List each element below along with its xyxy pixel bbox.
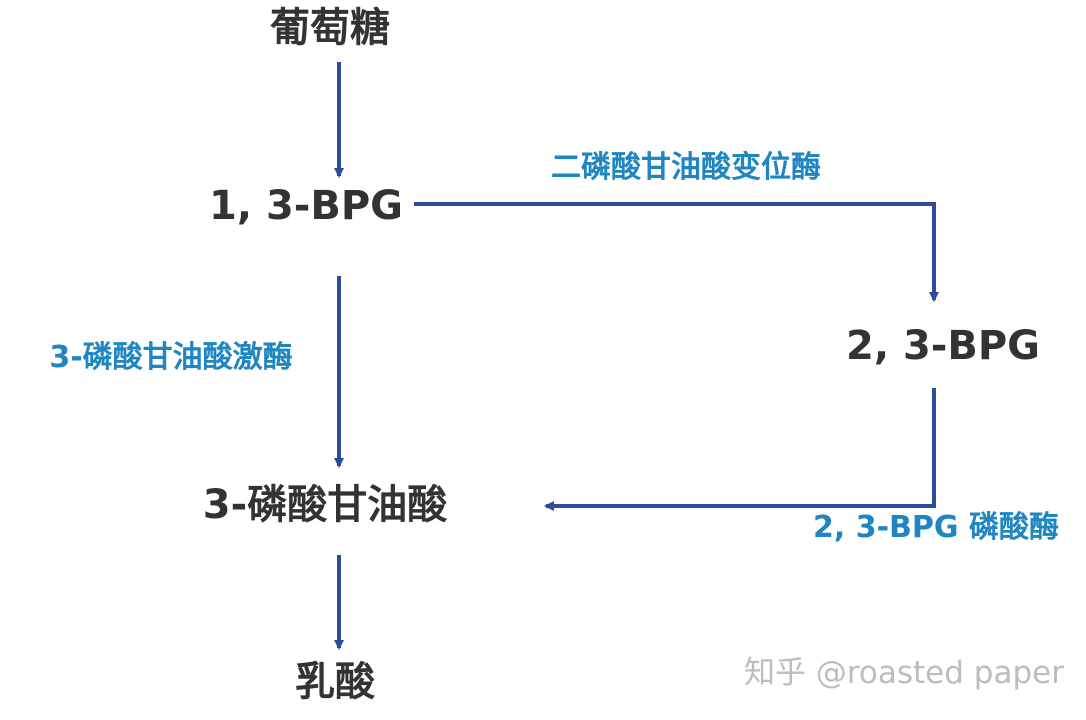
node-glucose: 葡萄糖 (270, 5, 390, 51)
enzyme-2-3-bpg-phosphatase: 2, 3-BPG 磷酸酶 (813, 510, 1059, 545)
arrow-23bpg-to-3pg (544, 388, 936, 511)
enzyme-phosphoglycerate-kinase: 3-磷酸甘油酸激酶 (49, 340, 293, 375)
node-1-3-bpg: 1, 3-BPG (208, 183, 404, 229)
arrow-13bpg-to-23bpg (414, 202, 939, 302)
watermark: 知乎 @roasted paper (744, 655, 1064, 691)
node-lactate: 乳酸 (295, 659, 375, 705)
node-3-phosphoglycerate: 3-磷酸甘油酸 (202, 482, 448, 528)
enzyme-bisphosphoglycerate-mutase: 二磷酸甘油酸变位酶 (551, 150, 821, 185)
node-2-3-bpg: 2, 3-BPG (845, 323, 1041, 369)
